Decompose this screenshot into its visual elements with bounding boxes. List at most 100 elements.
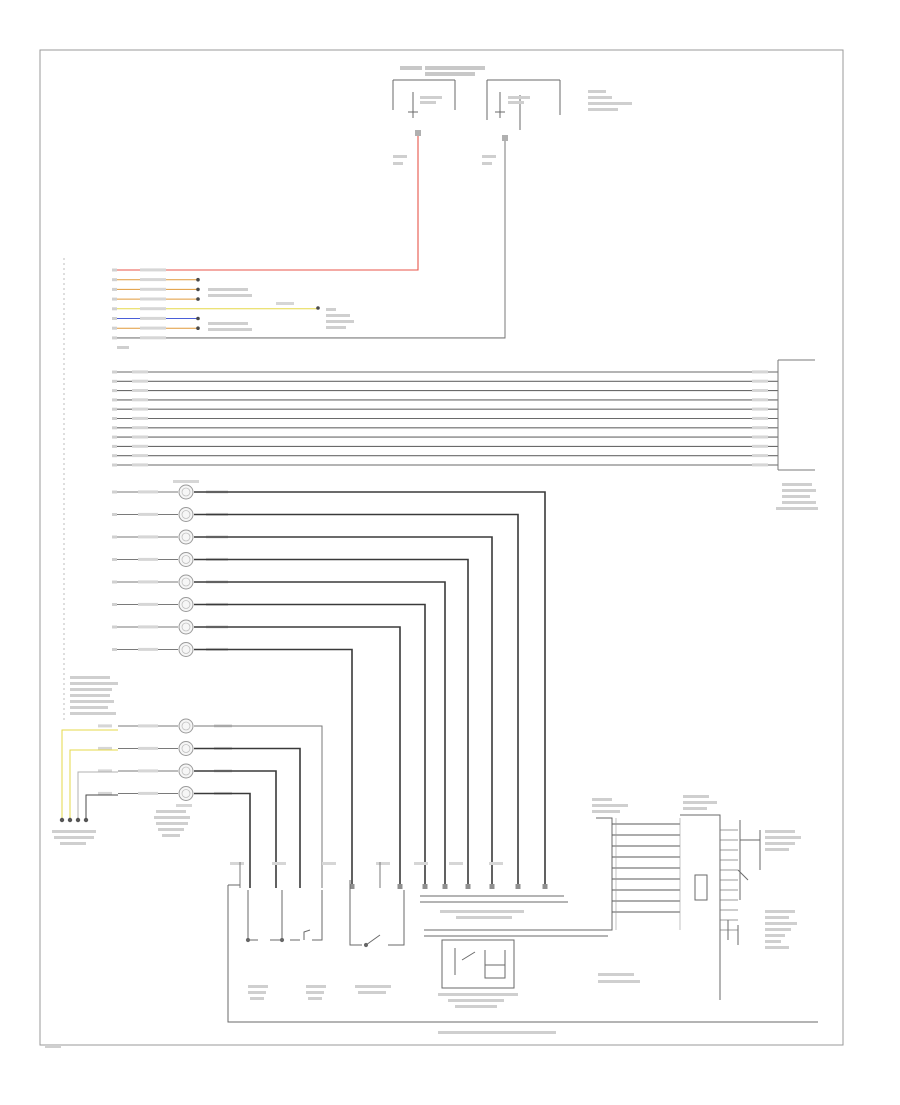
pin-number (112, 278, 117, 282)
wire-color-label (138, 647, 158, 651)
wire-color-label (140, 268, 166, 272)
wire-color-label (98, 791, 112, 795)
terminal (489, 884, 495, 889)
connector-top-rows (112, 268, 505, 340)
connector-label (176, 804, 192, 807)
pin-number (112, 454, 117, 458)
wire-color-label (752, 454, 768, 458)
wire-color-label (138, 557, 158, 561)
control-module-label (440, 798, 628, 919)
terminal (542, 884, 548, 889)
drop-wire (194, 792, 251, 888)
drop-wire (194, 603, 426, 888)
wire-color-label (140, 307, 166, 311)
connector-pin (178, 741, 194, 756)
connector-pin (178, 763, 194, 779)
connector-pin-inner (181, 721, 191, 731)
connector-pin-inner (181, 766, 191, 776)
pin-number (112, 307, 117, 311)
wire-color-label (752, 426, 768, 430)
connector-pin (178, 642, 194, 657)
drop-wire (194, 491, 546, 888)
wire-color-label (132, 444, 148, 448)
wire-color-label (132, 370, 148, 374)
pin-number (112, 535, 117, 539)
pin-number (112, 490, 117, 494)
wire-color-label (132, 389, 148, 392)
terminal (397, 884, 403, 889)
wire-color-label (752, 444, 768, 448)
connector-pin-inner (181, 510, 191, 519)
terminal (422, 884, 428, 889)
terminal (349, 884, 355, 889)
wire-color-label (752, 389, 768, 392)
connector-pin-inner (181, 789, 191, 798)
pin-number (112, 463, 117, 467)
wire-color-label (489, 862, 503, 865)
pin-number (112, 558, 117, 561)
wire-color-label (140, 297, 166, 301)
srs-label (52, 810, 190, 845)
drop-wire (194, 513, 519, 888)
page-frame (39, 49, 844, 1046)
internal-switches (245, 880, 515, 989)
control-module (420, 817, 613, 937)
pin-number (112, 370, 117, 374)
pin-number (112, 648, 117, 651)
wire-color-label (138, 535, 158, 539)
wire-color-label (138, 580, 158, 584)
pin-number (112, 407, 117, 411)
power-wire (117, 135, 419, 271)
connector-pin (178, 552, 194, 567)
connector-pin-inner (181, 600, 191, 609)
connector-circles-upper (112, 480, 228, 657)
terminal (515, 884, 521, 889)
wire-color-label (138, 746, 158, 750)
splice-point (196, 326, 200, 331)
top-connector-labels (117, 288, 354, 349)
drop-wire (194, 558, 469, 888)
wire-color-label (140, 287, 166, 291)
connector-pin (178, 574, 194, 590)
pin-number (112, 326, 117, 330)
pin-number (112, 317, 117, 320)
pin-number (112, 398, 117, 402)
wire-color-label (98, 769, 112, 773)
vertical-drop-wires (194, 491, 548, 889)
wire-color-label (132, 435, 148, 439)
right-switch-assembly (680, 814, 761, 1000)
wire-color-label (132, 426, 148, 430)
splice-point (196, 316, 200, 321)
pin-number (112, 417, 117, 420)
connector-pin-inner (181, 577, 191, 587)
left-module-label (70, 676, 118, 715)
pin-number (112, 268, 117, 272)
drop-wire (194, 725, 323, 888)
splice-point (316, 306, 320, 310)
splice-point (196, 287, 200, 292)
pin-number (112, 513, 117, 516)
pin-number (112, 389, 117, 393)
connector-pin (178, 597, 194, 612)
pin-number (112, 603, 117, 606)
drop-wire (194, 581, 446, 888)
wire-color-label (752, 370, 768, 374)
connector-pin-inner (181, 532, 191, 542)
pin-number (112, 297, 117, 301)
wire-color-label (752, 407, 768, 411)
wire-color-label (752, 416, 768, 420)
connector-pin (178, 507, 194, 522)
connector-label (173, 480, 199, 483)
wire-color-label (140, 326, 166, 330)
wire-color-label (132, 416, 148, 420)
pin-number (112, 426, 117, 430)
wire-color-label (132, 454, 148, 458)
wire-color-label (752, 379, 768, 383)
wire-color-label (138, 490, 158, 494)
drop-wire (194, 770, 277, 888)
wire-color-label (98, 746, 112, 750)
wire-color-label (752, 463, 768, 467)
connector-pin-inner (181, 622, 191, 632)
